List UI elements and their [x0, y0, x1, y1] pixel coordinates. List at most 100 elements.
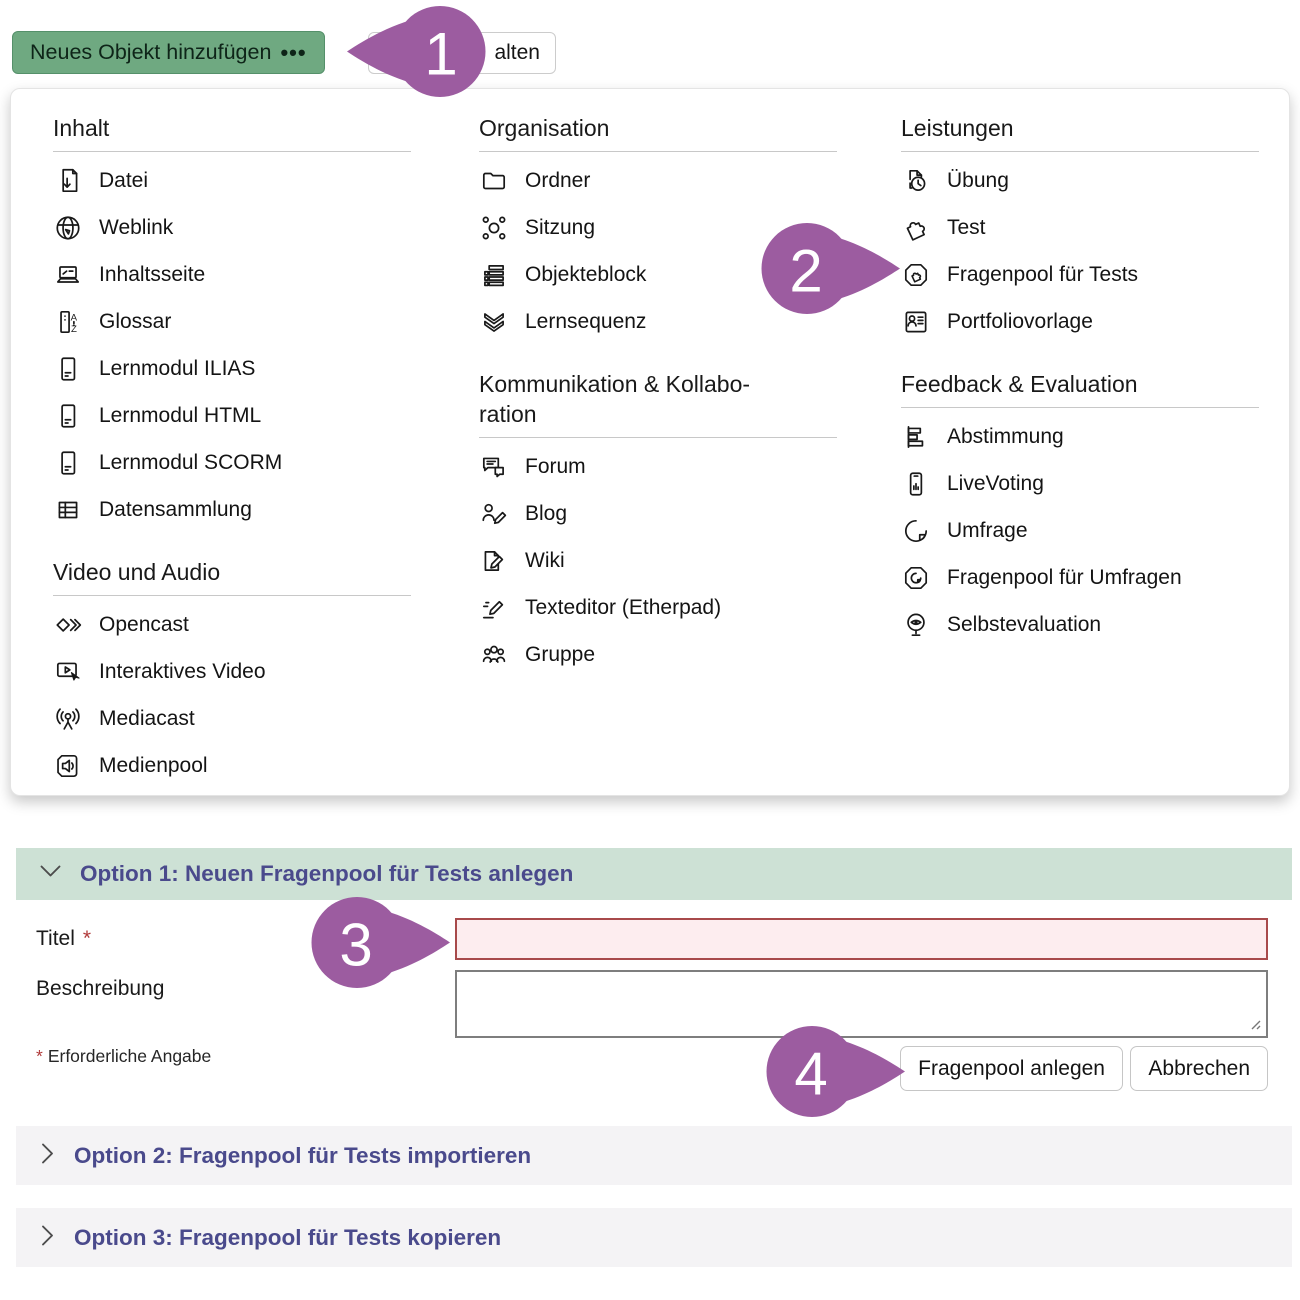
chevron-right-icon [40, 1225, 55, 1251]
page-secondary-button[interactable]: alten [368, 32, 556, 74]
learning-module-icon [53, 354, 83, 384]
required-asterisk: * [36, 1046, 43, 1066]
item-block-icon [479, 260, 509, 290]
menu-item-objekteblock[interactable]: Objekteblock [479, 251, 837, 298]
learning-sequence-icon [479, 307, 509, 337]
chevron-down-icon [40, 864, 61, 884]
folder-icon [479, 166, 509, 196]
menu-item-label: Inhaltsseite [99, 262, 206, 286]
menu-item-selbstevaluation[interactable]: Selbstevaluation [901, 601, 1259, 648]
section-divider [479, 437, 837, 438]
puzzle-icon [901, 213, 931, 243]
menu-item-label: Sitzung [525, 215, 596, 239]
menu-item-uebung[interactable]: Übung [901, 157, 1259, 204]
menu-item-label: Fragenpool für Tests [947, 262, 1139, 286]
menu-item-test[interactable]: Test [901, 204, 1259, 251]
menu-item-texteditor-etherpad[interactable]: Texteditor (Etherpad) [479, 584, 837, 631]
menu-item-datensammlung[interactable]: Datensammlung [53, 486, 411, 533]
accordion-option-2-title: Option 2: Fragenpool für Tests importier… [74, 1142, 532, 1168]
menu-item-lernsequenz[interactable]: Lernsequenz [479, 298, 837, 345]
menu-item-label: Datensammlung [99, 497, 252, 521]
menu-section-title: Kommunikation & Kollabo- ration [479, 371, 751, 427]
menu-item-label: Lernmodul SCORM [99, 450, 283, 474]
group-icon [479, 640, 509, 670]
menu-item-label: Lernsequenz [525, 309, 647, 333]
menu-item-wiki[interactable]: Wiki [479, 537, 837, 584]
menu-item-interaktives-video[interactable]: Interaktives Video [53, 648, 411, 695]
menu-item-label: Ordner [525, 168, 591, 192]
cancel-button[interactable]: Abbrechen [1130, 1046, 1268, 1091]
create-question-pool-button[interactable]: Fragenpool anlegen [900, 1046, 1123, 1091]
accordion-option-3[interactable]: Option 3: Fragenpool für Tests kopieren [16, 1208, 1292, 1267]
menu-item-label: Datei [99, 168, 149, 192]
menu-item-umfrage[interactable]: Umfrage [901, 507, 1259, 554]
add-object-button-label: Neues Objekt hinzufügen [30, 40, 272, 64]
menu-item-weblink[interactable]: Weblink [53, 204, 411, 251]
menu-item-medienpool[interactable]: Medienpool [53, 742, 411, 789]
description-field-label: Beschreibung [36, 977, 165, 1000]
menu-item-lernmodul-html[interactable]: Lernmodul HTML [53, 392, 411, 439]
page-secondary-button-label: alten [494, 41, 540, 64]
svg-text:A: A [71, 312, 78, 323]
data-table-icon [53, 495, 83, 525]
menu-item-abstimmung[interactable]: Abstimmung [901, 413, 1259, 460]
menu-section-title: Organisation [479, 115, 610, 141]
menu-item-fragenpool-fuer-umfragen[interactable]: Fragenpool für Umfragen [901, 554, 1259, 601]
menu-item-lernmodul-scorm[interactable]: Lernmodul SCORM [53, 439, 411, 486]
menu-item-ordner[interactable]: Ordner [479, 157, 837, 204]
title-input[interactable] [455, 918, 1268, 960]
globe-icon [53, 213, 83, 243]
menu-item-opencast[interactable]: Opencast [53, 601, 411, 648]
add-object-button[interactable]: Neues Objekt hinzufügen ••• [12, 31, 325, 74]
menu-item-blog[interactable]: Blog [479, 490, 837, 537]
chevron-right-icon [40, 1143, 55, 1169]
menu-item-portfoliovorlage[interactable]: Portfoliovorlage [901, 298, 1259, 345]
accordion-option-1[interactable]: Option 1: Neuen Fragenpool für Tests anl… [16, 848, 1292, 900]
blog-icon [479, 499, 509, 529]
menu-item-mediacast[interactable]: Mediacast [53, 695, 411, 742]
menu-item-label: Lernmodul ILIAS [99, 356, 256, 380]
exercise-icon [901, 166, 931, 196]
poll-icon [901, 422, 931, 452]
self-evaluation-icon [901, 610, 931, 640]
description-input[interactable] [455, 970, 1268, 1038]
menu-item-label: Abstimmung [947, 424, 1064, 448]
broadcast-icon [53, 704, 83, 734]
text-editor-icon [479, 593, 509, 623]
section-divider [901, 407, 1259, 408]
svg-text:3: 3 [339, 912, 372, 979]
menu-item-fragenpool-fuer-tests[interactable]: Fragenpool für Tests [901, 251, 1259, 298]
accordion-option-2[interactable]: Option 2: Fragenpool für Tests importier… [16, 1126, 1292, 1185]
portfolio-template-icon [901, 307, 931, 337]
menu-item-livevoting[interactable]: LiveVoting [901, 460, 1259, 507]
menu-item-datei[interactable]: Datei [53, 157, 411, 204]
menu-item-forum[interactable]: Forum [479, 443, 837, 490]
opencast-icon [53, 610, 83, 640]
menu-item-inhaltsseite[interactable]: Inhaltsseite [53, 251, 411, 298]
menu-section-title: Leistungen [901, 115, 1014, 141]
question-pool-survey-icon [901, 563, 931, 593]
required-note: *Erforderliche Angabe [36, 1046, 212, 1066]
menu-section-title: Video und Audio [53, 559, 221, 585]
menu-item-label: Interaktives Video [99, 659, 266, 683]
menu-item-gruppe[interactable]: Gruppe [479, 631, 837, 678]
menu-section-title: Inhalt [53, 115, 110, 141]
menu-item-lernmodul-ilias[interactable]: Lernmodul ILIAS [53, 345, 411, 392]
menu-item-label: Mediacast [99, 706, 195, 730]
menu-item-label: Wiki [525, 548, 565, 572]
section-divider [479, 151, 837, 152]
menu-item-sitzung[interactable]: Sitzung [479, 204, 837, 251]
accordion-option-3-title: Option 3: Fragenpool für Tests kopieren [74, 1224, 502, 1250]
question-pool-test-icon [901, 260, 931, 290]
survey-icon [901, 516, 931, 546]
